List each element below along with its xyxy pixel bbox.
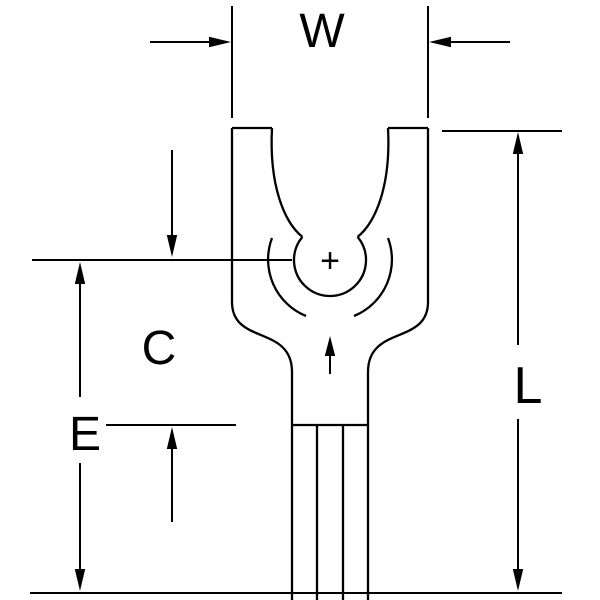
c-arrow-up-icon xyxy=(166,427,178,449)
w-dimension: W xyxy=(150,5,510,118)
w-arrow-left-pointing-icon xyxy=(429,36,451,48)
e-dimension: E xyxy=(69,262,101,591)
dim-label-w: W xyxy=(299,5,345,58)
l-arrow-down-icon xyxy=(512,569,524,591)
c-arrow-down-icon xyxy=(166,235,178,257)
right-outer-edge xyxy=(366,128,430,600)
reference-lines xyxy=(30,130,562,594)
e-arrow-up-icon xyxy=(74,262,86,284)
slot-inner-edge-right xyxy=(356,127,390,238)
c-dimension: C xyxy=(142,150,178,522)
dim-label-e: E xyxy=(69,408,101,461)
dim-label-c: C xyxy=(142,322,177,375)
terminal-outline: + xyxy=(230,126,430,600)
relief-arc-left xyxy=(267,237,307,318)
slot-inner-edge-left xyxy=(270,127,304,238)
stud-seat-arc xyxy=(292,236,368,298)
w-arrow-right-pointing-icon xyxy=(209,36,231,48)
left-outer-edge xyxy=(230,128,294,600)
insertion-arrow-up-icon xyxy=(324,336,336,356)
l-arrow-up-icon xyxy=(512,132,524,154)
l-dimension: L xyxy=(512,132,543,591)
relief-arc-right xyxy=(353,237,393,318)
center-mark: + xyxy=(320,242,340,280)
dim-label-l: L xyxy=(514,357,543,415)
e-arrow-down-icon xyxy=(74,569,86,591)
